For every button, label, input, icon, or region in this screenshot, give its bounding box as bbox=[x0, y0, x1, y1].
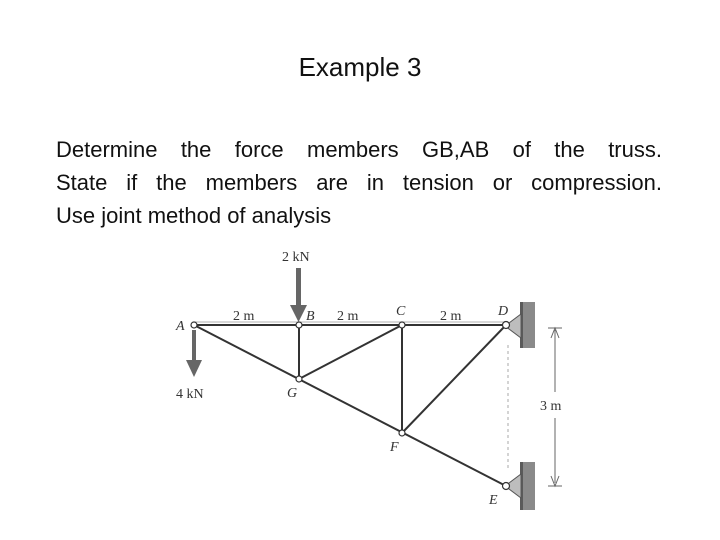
joint-d bbox=[501, 320, 511, 330]
node-label-f: F bbox=[389, 440, 399, 455]
node-label-a: A bbox=[175, 319, 185, 334]
joint-e bbox=[501, 481, 511, 491]
truss-members bbox=[193, 324, 507, 487]
load-arrow-left bbox=[186, 330, 202, 377]
truss-joints bbox=[190, 320, 511, 491]
joint-c bbox=[398, 321, 406, 329]
node-label-g: G bbox=[287, 386, 297, 401]
load-arrow-top bbox=[290, 268, 307, 322]
problem-line-1: Determine the force members GB,AB of the… bbox=[56, 137, 662, 162]
label-load-top: 2 kN bbox=[282, 250, 310, 265]
label-span-cd: 2 m bbox=[440, 309, 462, 324]
joint-f bbox=[398, 429, 406, 437]
label-span-ab: 2 m bbox=[233, 309, 255, 324]
dimension-line-3m bbox=[548, 326, 562, 488]
problem-line-2: State if the members are in tension or c… bbox=[56, 170, 662, 195]
label-load-left: 4 kN bbox=[176, 387, 204, 402]
problem-statement: Determine the force members GB,AB of the… bbox=[56, 133, 662, 232]
slide-title: Example 3 bbox=[298, 52, 422, 82]
node-label-b: B bbox=[306, 309, 315, 324]
member-df bbox=[401, 324, 507, 434]
wall-support-bottom bbox=[504, 462, 535, 510]
joint-g bbox=[295, 375, 303, 383]
joint-b bbox=[295, 321, 303, 329]
label-height-de: 3 m bbox=[540, 399, 562, 414]
member-ae bbox=[193, 324, 507, 487]
node-label-e: E bbox=[488, 493, 498, 508]
problem-line-3: Use joint method of analysis bbox=[56, 203, 332, 228]
member-cg bbox=[298, 324, 403, 380]
node-label-d: D bbox=[497, 304, 508, 319]
joint-a bbox=[190, 321, 198, 329]
label-span-bc: 2 m bbox=[337, 309, 359, 324]
wall-support-top bbox=[504, 302, 535, 348]
node-label-c: C bbox=[396, 304, 406, 319]
